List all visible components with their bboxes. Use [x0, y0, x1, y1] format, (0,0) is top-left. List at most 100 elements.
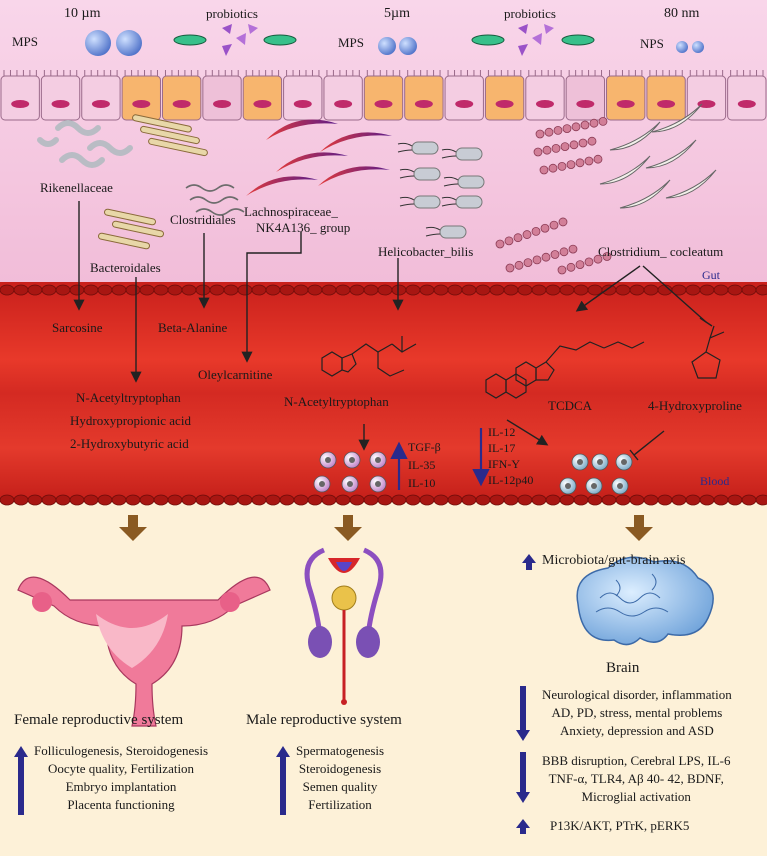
- cell-nucleus: [293, 100, 312, 108]
- cell-nucleus: [349, 457, 355, 463]
- female-effects-list: Folliculogenesis, Steroidogenesis Oocyte…: [34, 742, 208, 814]
- microplastic-particle: [85, 30, 111, 56]
- cell-nucleus: [334, 100, 353, 108]
- intestinal-epithelium: [0, 70, 767, 121]
- male-reproductive-illustration: [304, 547, 384, 705]
- bacteria-label-clostridium: Clostridium_ cocleatum: [598, 244, 724, 259]
- vessel-wall-cell: [153, 284, 169, 296]
- coccus: [568, 244, 578, 254]
- cell-nucleus: [172, 100, 191, 108]
- cell-nucleus: [621, 459, 627, 465]
- cell-nucleus: [697, 100, 716, 108]
- cell-nucleus: [253, 100, 272, 108]
- vessel-wall-top: [0, 284, 767, 296]
- lachnospiraceae-bacteria: [246, 119, 392, 196]
- vessel-wall-cell: [685, 494, 701, 506]
- coccus: [551, 143, 561, 153]
- coccus: [571, 122, 581, 132]
- nanoplastic-particle: [676, 41, 688, 53]
- vessel-wall-cell: [727, 494, 743, 506]
- vessel-wall-cell: [55, 284, 71, 296]
- epithelial-cell: [202, 75, 242, 121]
- vessel-wall-cell: [83, 494, 99, 506]
- bacteria-label-bacteroidales: Bacteroidales: [90, 260, 161, 275]
- coccus: [560, 142, 570, 152]
- vessel-wall-cell: [741, 284, 757, 296]
- anti-inflammatory-immune-cells: [313, 451, 387, 493]
- probiotics-icon: [173, 24, 297, 56]
- helicobacter-bacteria: [397, 141, 485, 239]
- vessel-wall-cell: [265, 284, 281, 296]
- vessel-wall-cell: [433, 284, 449, 296]
- vessel-wall-cell: [755, 494, 767, 506]
- vessel-wall-cell: [657, 494, 673, 506]
- cocci-chain-bacteria: [495, 117, 612, 275]
- cell-nucleus: [213, 100, 232, 108]
- nps-label: NPS: [640, 36, 664, 51]
- brain-effect-item: BBB disruption, Cerebral LPS, IL-6: [542, 753, 731, 768]
- male-effect-item: Fertilization: [308, 797, 372, 812]
- epithelial-cell: [81, 75, 121, 121]
- vessel-wall-cell: [209, 284, 225, 296]
- vessel-wall-cell: [405, 284, 421, 296]
- vessel-wall-cell: [391, 284, 407, 296]
- coccus: [513, 233, 523, 243]
- vessel-wall-cell: [573, 284, 589, 296]
- cell-nucleus: [375, 457, 381, 463]
- cytokine-down-item: IL-12p40: [488, 473, 534, 487]
- vessel-wall-cell: [209, 494, 225, 506]
- vessel-wall-cell: [503, 284, 519, 296]
- vessel-wall-cell: [41, 284, 57, 296]
- cytokine-up-item: IL-10: [408, 476, 436, 490]
- male-effect-item: Semen quality: [302, 779, 378, 794]
- vessel-wall-cell: [181, 494, 197, 506]
- vessel-wall-cell: [321, 284, 337, 296]
- vessel-wall-cell: [0, 284, 15, 296]
- vessel-wall-cell: [69, 494, 85, 506]
- cell-nucleus: [565, 483, 571, 489]
- coccus: [522, 230, 532, 239]
- coccus: [575, 158, 585, 168]
- vessel-wall-cell: [27, 284, 43, 296]
- pathway-arrows: [73, 201, 713, 461]
- coccus: [584, 257, 594, 267]
- vessel-wall-cell: [643, 494, 659, 506]
- metabolite-oleylcarnitine: Oleylcarnitine: [198, 367, 273, 382]
- nanoplastic-particle: [692, 41, 704, 53]
- metabolite-tcdca: TCDCA: [548, 398, 593, 413]
- epithelial-cell: [0, 75, 40, 121]
- vessel-wall-cell: [111, 494, 127, 506]
- coccus: [549, 220, 559, 230]
- coccus: [544, 127, 554, 137]
- vessel-wall-cell: [629, 494, 645, 506]
- epithelial-cell: [404, 75, 444, 121]
- cytokine-down-item: IL-17: [488, 441, 516, 455]
- coccus: [559, 247, 569, 257]
- vessel-wall-cell: [237, 284, 253, 296]
- cell-nucleus: [319, 481, 325, 487]
- brain-illustration: [576, 556, 714, 646]
- vessel-wall-cell: [335, 494, 351, 506]
- vessel-wall-cell: [321, 494, 337, 506]
- vessel-wall-cell: [293, 494, 309, 506]
- clostridiales-bacteria: [185, 184, 245, 216]
- cell-nucleus: [577, 459, 583, 465]
- vessel-wall-cell: [195, 494, 211, 506]
- cytokine-down-item: IL-12: [488, 425, 516, 439]
- effect-direction-arrows: [14, 554, 536, 834]
- vessel-wall-cell: [727, 284, 743, 296]
- epithelial-cell: [40, 75, 81, 121]
- microplastic-particle: [378, 37, 396, 55]
- vessel-wall-cell: [573, 494, 589, 506]
- coccus: [562, 124, 572, 134]
- coccus: [533, 147, 543, 157]
- brain-effect-item: Microglial activation: [581, 789, 691, 804]
- vessel-wall-cell: [433, 494, 449, 506]
- coccus: [598, 117, 608, 126]
- brain-effects-group-2: BBB disruption, Cerebral LPS, IL-6 TNF-α…: [542, 752, 731, 806]
- probiotics-icon: [471, 24, 595, 56]
- vessel-wall-cell: [545, 284, 561, 296]
- vessel-wall-cell: [111, 284, 127, 296]
- cell-nucleus: [657, 100, 676, 108]
- coccus: [575, 260, 585, 270]
